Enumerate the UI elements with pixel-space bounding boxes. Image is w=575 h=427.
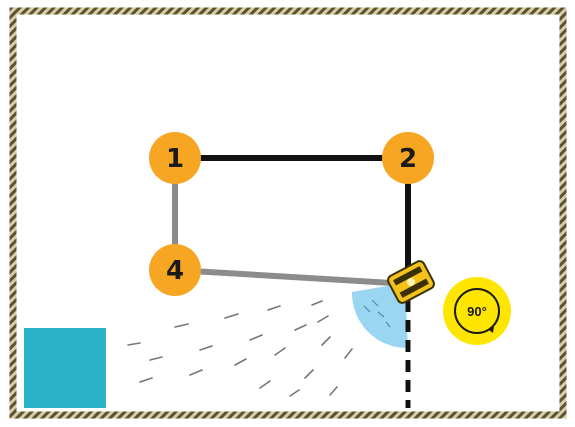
waypoint-2: 2 <box>382 132 434 184</box>
sensor-cone-ticks <box>363 299 391 328</box>
rotate-90-icon: 90° <box>443 277 511 345</box>
sensor-cone <box>351 283 408 349</box>
waypoint-1: 1 <box>149 132 201 184</box>
waypoint-4: 4 <box>149 244 201 296</box>
path-segment-4-robot <box>174 267 393 286</box>
svg-text:4: 4 <box>166 256 184 286</box>
room-border <box>9 7 567 419</box>
svg-text:1: 1 <box>166 144 184 174</box>
obstacle-block <box>24 328 106 408</box>
svg-text:2: 2 <box>399 144 417 174</box>
svg-text:90°: 90° <box>467 304 487 319</box>
robot-vacuum-icon <box>387 260 435 304</box>
sensor-scan-marks <box>127 300 353 397</box>
